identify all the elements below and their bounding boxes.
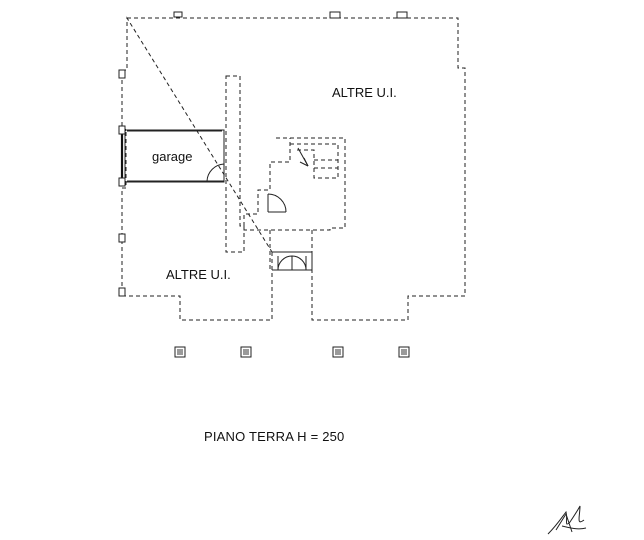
label-upper-unit: ALTRE U.I.: [332, 85, 397, 100]
signature-mark: [547, 505, 587, 535]
stair-door: [267, 193, 287, 213]
exterior-pillars: [174, 346, 410, 358]
wall-markers: [118, 11, 408, 297]
entrance-passage: [269, 230, 313, 272]
label-garage: garage: [152, 149, 192, 164]
floor-caption: PIANO TERRA H = 250: [204, 429, 344, 444]
garage-room: [120, 128, 225, 186]
label-lower-unit: ALTRE U.I.: [166, 267, 231, 282]
stair-block: [243, 137, 346, 231]
outer-perimeter: [121, 16, 466, 321]
central-wall: [225, 75, 245, 253]
